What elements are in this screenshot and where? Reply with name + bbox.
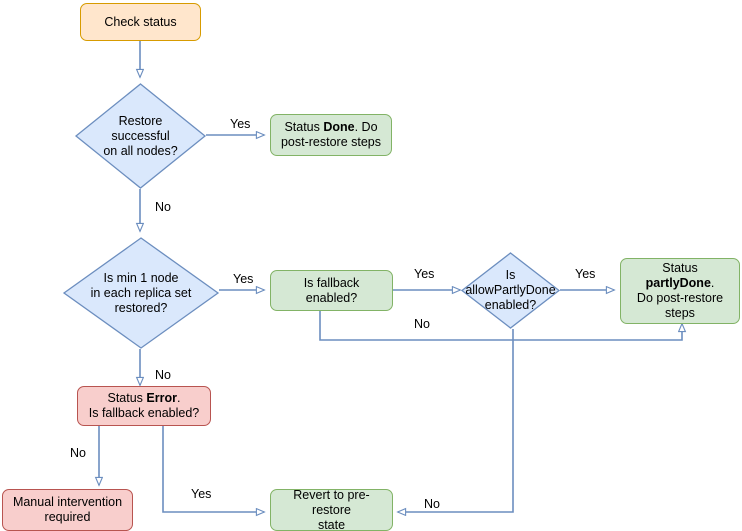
- partly-line2: Do post-restore: [636, 291, 724, 305]
- node-status-done-label: Status Done. Do post-restore steps: [275, 120, 387, 150]
- revert-line2: state: [317, 517, 346, 531]
- node-manual-intervention[interactable]: Manual intervention required: [2, 489, 133, 531]
- edge-fallback-no: [319, 311, 682, 341]
- allowpartly-line1: Is: [505, 268, 516, 282]
- edge-label-error-yes: Yes: [189, 487, 214, 501]
- partly-suffix: .: [710, 276, 715, 290]
- node-status-done[interactable]: Status Done. Do post-restore steps: [270, 114, 392, 156]
- edge-label-fallback-no: No: [412, 317, 432, 331]
- edge-label-partly-yes: Yes: [573, 267, 598, 281]
- node-allow-partly-done[interactable]: Is allowPartlyDone enabled?: [460, 252, 561, 329]
- node-allow-partly-done-label: Is allowPartlyDone enabled?: [461, 252, 560, 329]
- partly-strong: partlyDone: [645, 276, 711, 290]
- status-done-suffix: . Do: [354, 120, 378, 134]
- node-check-status[interactable]: Check status: [80, 3, 201, 41]
- node-status-error-label: Status Error. Is fallback enabled?: [83, 391, 206, 421]
- minnode-line3: restored?: [114, 300, 168, 315]
- edge-label-minnode-no: No: [153, 368, 173, 382]
- node-revert-pre-restore[interactable]: Revert to pre-restore state: [270, 488, 393, 531]
- partly-prefix: Status: [662, 261, 698, 275]
- edge-label-restore-yes: Yes: [228, 117, 253, 131]
- node-min-one-node[interactable]: Is min 1 node in each replica set restor…: [62, 237, 220, 349]
- allowpartly-line2: allowPartlyDone: [465, 283, 556, 297]
- edge-label-error-no: No: [68, 446, 88, 460]
- edge-label-partly-no: No: [422, 497, 442, 511]
- node-is-fallback-enabled-label: Is fallback enabled?: [303, 275, 360, 305]
- status-done-prefix: Status: [284, 120, 324, 134]
- diamond-shape: [62, 237, 220, 349]
- edge-error-yes: [162, 426, 264, 512]
- edge-label-fallback-yes: Yes: [412, 267, 437, 281]
- diamond-shape: [460, 252, 561, 329]
- error-strong: Error: [146, 391, 177, 405]
- edge-label-restore-no: No: [153, 200, 173, 214]
- error-prefix: Status: [107, 391, 147, 405]
- manual-line2: required: [44, 510, 91, 524]
- manual-line1: Manual intervention: [12, 495, 123, 509]
- restore-line1: Restore: [118, 113, 163, 128]
- allowpartly-line3: enabled?: [484, 298, 537, 312]
- minnode-line1: Is min 1 node: [103, 270, 179, 285]
- node-status-error[interactable]: Status Error. Is fallback enabled?: [77, 386, 211, 426]
- diamond-shape: [74, 83, 207, 189]
- node-revert-pre-restore-label: Revert to pre-restore state: [271, 488, 392, 531]
- node-status-partly-done[interactable]: Status partlyDone. Do post-restore steps: [620, 258, 740, 324]
- error-line2: Is fallback enabled?: [88, 406, 200, 420]
- node-restore-successful[interactable]: Restore successful on all nodes?: [74, 83, 207, 189]
- node-manual-intervention-label: Manual intervention required: [7, 495, 128, 525]
- node-status-partly-done-label: Status partlyDone. Do post-restore steps: [621, 261, 739, 321]
- restore-line2: successful: [111, 128, 170, 143]
- edge-partly-no: [398, 329, 514, 512]
- minnode-line2: in each replica set: [90, 285, 192, 300]
- status-done-line2: post-restore steps: [280, 135, 382, 149]
- status-done-strong: Done: [323, 120, 355, 134]
- partly-line3: steps: [665, 306, 695, 320]
- revert-line1: Revert to pre-restore: [293, 487, 370, 517]
- node-restore-successful-label: Restore successful on all nodes?: [75, 83, 206, 189]
- edge-label-minnode-yes: Yes: [231, 272, 256, 286]
- restore-line3: on all nodes?: [103, 143, 178, 158]
- node-is-fallback-enabled[interactable]: Is fallback enabled?: [270, 270, 393, 311]
- error-suffix: .: [177, 391, 181, 405]
- node-check-status-label: Check status: [104, 14, 177, 29]
- node-min-one-node-label: Is min 1 node in each replica set restor…: [63, 237, 219, 349]
